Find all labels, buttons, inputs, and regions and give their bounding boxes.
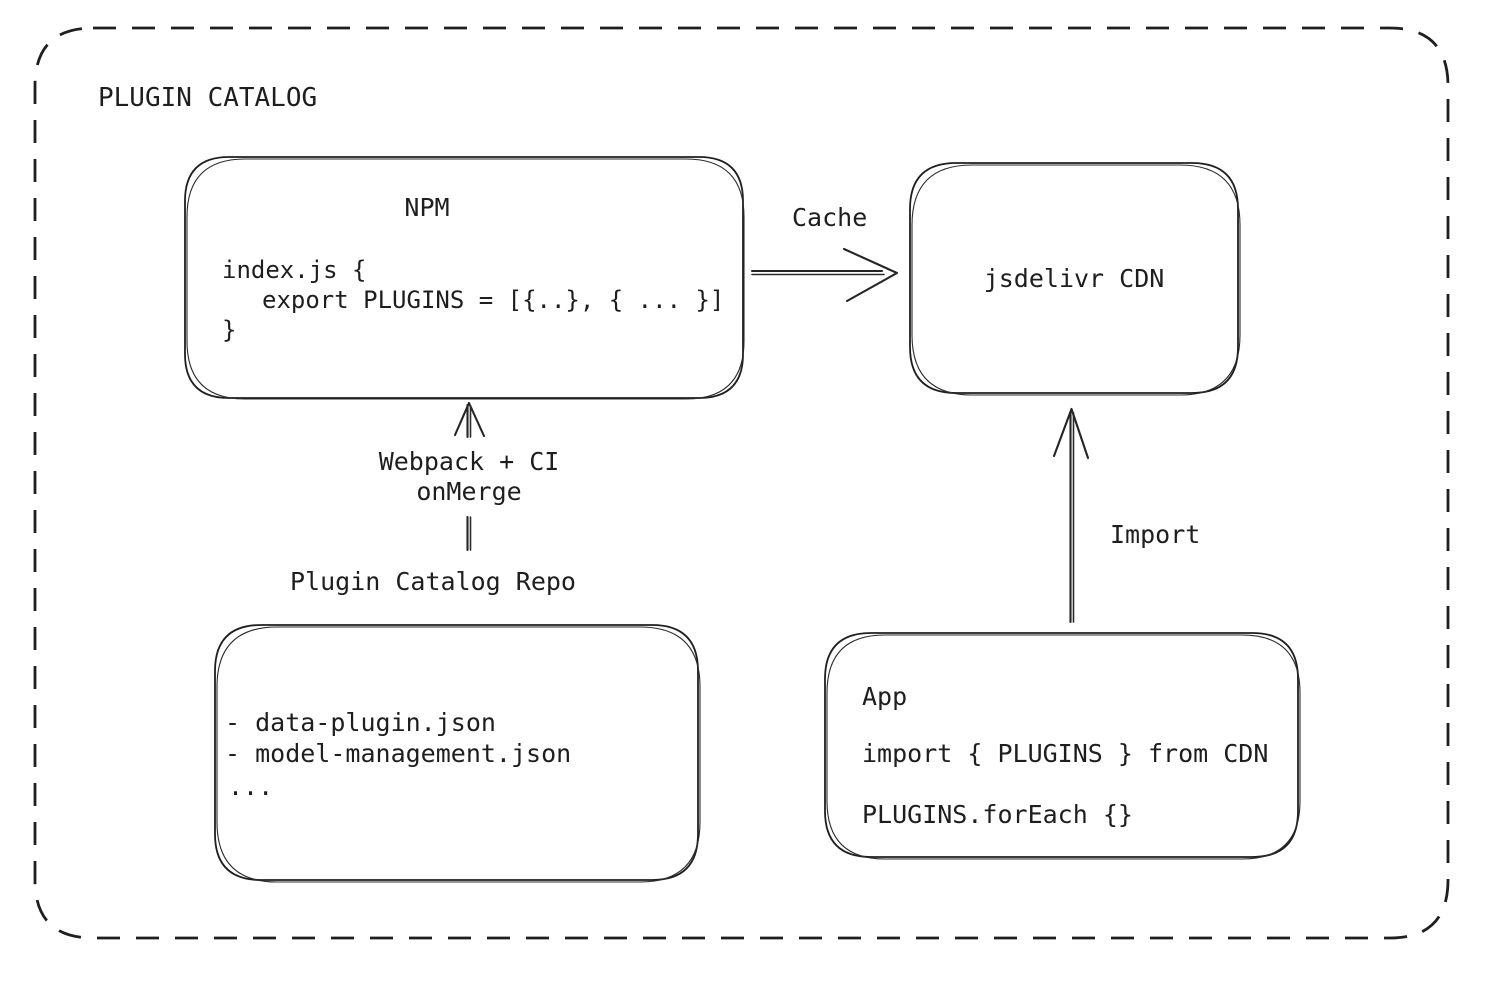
repo-file-item: - model-management.json (225, 739, 571, 768)
npm-node: NPM index.js { export PLUGINS = [{..}, {… (184, 156, 745, 400)
repo-box-outline-sketch (216, 626, 701, 883)
cdn-label: jsdelivr CDN (984, 264, 1165, 293)
cdn-box-outline (909, 162, 1239, 394)
npm-box-outline-sketch (186, 158, 745, 400)
app-node: App import { PLUGINS } from CDN PLUGINS.… (824, 632, 1301, 860)
cache-arrow-label: Cache (792, 203, 867, 232)
import-arrowhead (1052, 407, 1090, 460)
app-code-line: PLUGINS.forEach {} (862, 800, 1133, 829)
cache-arrowhead (842, 247, 899, 303)
build-arrow: Webpack + CI onMerge (379, 401, 560, 552)
plugin-catalog-boundary: PLUGIN CATALOG (33, 26, 1450, 940)
dashed-border (33, 26, 1450, 940)
repo-box-outline (214, 624, 699, 881)
npm-code-line: index.js { (222, 256, 367, 284)
import-arrow: Import (1052, 407, 1200, 624)
cdn-box-outline-sketch (911, 164, 1241, 396)
repo-file-item: - data-plugin.json (225, 708, 496, 737)
build-arrowhead (453, 401, 486, 438)
npm-code-line: } (222, 316, 236, 344)
repo-file-item: ... (228, 772, 273, 801)
repo-caption: Plugin Catalog Repo (290, 567, 576, 596)
build-arrow-label-line1: Webpack + CI (379, 447, 560, 476)
cache-arrow: Cache (750, 203, 899, 303)
app-code-line: import { PLUGINS } from CDN (862, 739, 1268, 768)
diagram-title: PLUGIN CATALOG (98, 83, 317, 113)
app-box-outline-sketch (826, 634, 1301, 860)
app-box-outline (824, 632, 1299, 858)
npm-title: NPM (404, 193, 449, 222)
repo-node: Plugin Catalog Repo - data-plugin.json -… (214, 567, 701, 883)
import-arrow-label: Import (1110, 520, 1200, 549)
cdn-node: jsdelivr CDN (909, 162, 1241, 396)
npm-code-line: export PLUGINS = [{..}, { ... }] (262, 286, 724, 314)
build-arrow-label-line2: onMerge (416, 477, 521, 506)
app-title: App (862, 682, 907, 711)
